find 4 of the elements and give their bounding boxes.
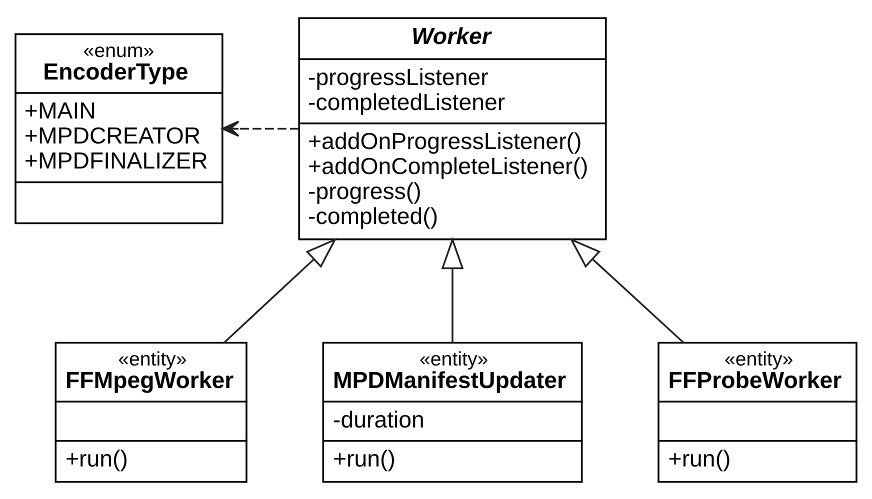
- arrow: [222, 120, 299, 136]
- arrow: [569, 237, 684, 343]
- arrow: [441, 236, 464, 342]
- arrow: [223, 237, 337, 343]
